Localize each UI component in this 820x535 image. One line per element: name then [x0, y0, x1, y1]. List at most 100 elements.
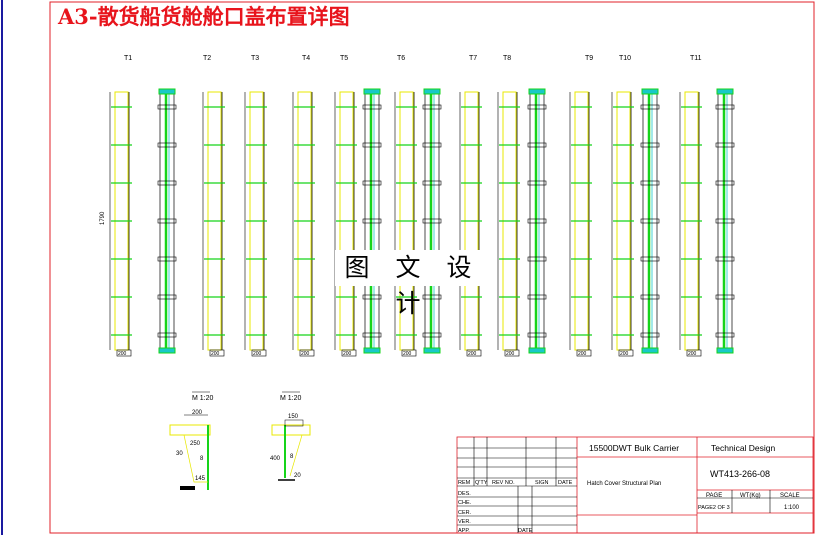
bracket-mark [422, 180, 442, 186]
width-dimension: 200 [118, 351, 127, 357]
end-cap [716, 88, 734, 95]
bracket-mark [422, 104, 442, 110]
scale-label: SCALE [780, 493, 800, 499]
width-dimension-box [209, 349, 225, 357]
role-designer: DES. [458, 491, 471, 497]
panel-t2: T2 200 [202, 55, 225, 357]
date-label: DATE [518, 528, 533, 534]
bracket-mark [527, 142, 547, 148]
bracket-mark [527, 218, 547, 224]
bracket-mark [715, 294, 735, 300]
width-dimension: 200 [578, 351, 587, 357]
dim: 200 [192, 410, 203, 416]
bracket-mark [640, 332, 660, 338]
bracket-mark [640, 142, 660, 148]
end-cap [423, 88, 441, 95]
bracket-mark [362, 332, 382, 338]
watermark: 图 文 设 计 [335, 250, 490, 318]
dim: 8 [290, 454, 294, 460]
bracket-mark [715, 142, 735, 148]
panel-t9: T9 200 [569, 55, 593, 357]
role-checker: CHE. [458, 500, 472, 506]
panel-label: T11 [690, 55, 702, 62]
width-dimension: 200 [688, 351, 697, 357]
detail-2-bracket [289, 434, 303, 477]
panel-t1: T1 200 [109, 55, 177, 357]
scale-value: 1:100 [784, 505, 800, 511]
dim: 20 [294, 473, 301, 479]
bracket-mark [157, 180, 177, 186]
end-cap [158, 347, 176, 354]
detail-1-bracket [183, 434, 208, 483]
width-dimension-box [618, 349, 634, 357]
rev-header-sign: SIGN [535, 480, 548, 486]
panel-t11: T11 200 [679, 55, 735, 357]
end-cap [716, 347, 734, 354]
bracket-mark [157, 294, 177, 300]
end-cap [423, 347, 441, 354]
role-approver: APP. [458, 528, 470, 534]
rev-header-qty: Q'TY [475, 480, 488, 486]
detail-2-plate [271, 424, 311, 436]
width-dimension: 200 [506, 351, 515, 357]
page-value: PAGE2 OF 3 [698, 505, 730, 511]
bracket-mark [157, 142, 177, 148]
width-dimension-box [299, 349, 315, 357]
width-dimension: 200 [301, 351, 310, 357]
bracket-mark [715, 180, 735, 186]
bracket-mark [157, 104, 177, 110]
width-dimension-box [251, 349, 267, 357]
bracket-mark [157, 256, 177, 262]
drawing-title: A3-散货船货舱舱口盖布置详图 [57, 4, 350, 29]
panel-label: T9 [585, 55, 593, 62]
bracket-mark [640, 218, 660, 224]
end-cap [158, 88, 176, 95]
width-dimension-box [116, 349, 132, 357]
bracket-mark [422, 142, 442, 148]
panel-label: T4 [302, 55, 310, 62]
bracket-mark [527, 180, 547, 186]
panel-label: T3 [251, 55, 259, 62]
bracket-mark [422, 294, 442, 300]
dim: 8 [200, 456, 204, 462]
panel-label: T10 [619, 55, 631, 62]
dim: 30 [176, 451, 183, 457]
weight-label: WT(Kg) [740, 493, 761, 499]
company-name: Technical Design [711, 443, 776, 453]
panel-label: T7 [469, 55, 477, 62]
width-dimension-box [466, 349, 482, 357]
panel-label: T1 [124, 55, 132, 62]
bracket-mark [527, 256, 547, 262]
dim: 150 [288, 414, 299, 420]
width-dimension-box [576, 349, 592, 357]
panel-label: T2 [203, 55, 211, 62]
dim: 145 [195, 476, 206, 482]
rev-header-revno: REV NO. [492, 480, 515, 486]
bracket-mark [362, 104, 382, 110]
bracket-mark [640, 256, 660, 262]
detail-1: M 1:20 200 30 250 8 145 [169, 391, 214, 490]
ship-name: 15500DWT Bulk Carrier [589, 443, 679, 453]
bracket-mark [527, 332, 547, 338]
bracket-mark [527, 104, 547, 110]
width-dimension: 200 [403, 351, 412, 357]
bracket-mark [527, 294, 547, 300]
drawing-number: WT413-266-08 [710, 469, 770, 479]
width-dimension-box [341, 349, 357, 357]
width-dimension: 200 [211, 351, 220, 357]
detail-2-dimension-box [284, 419, 304, 427]
bracket-mark [362, 294, 382, 300]
title-block [456, 436, 814, 534]
bracket-mark [157, 218, 177, 224]
detail-2-scale: M 1:20 [280, 395, 302, 402]
bracket-mark [640, 104, 660, 110]
panel-views: T1200T2200T3200T4200T5200T6200T7200T8200… [109, 55, 735, 357]
overall-dimension: 1790 [100, 211, 106, 225]
rev-header-date: DATE [558, 480, 573, 486]
width-dimension-box [401, 349, 417, 357]
detail-2: M 1:20 150 400 8 20 [270, 391, 311, 481]
drawing-name: Hatch Cover Structural Plan [587, 481, 661, 487]
